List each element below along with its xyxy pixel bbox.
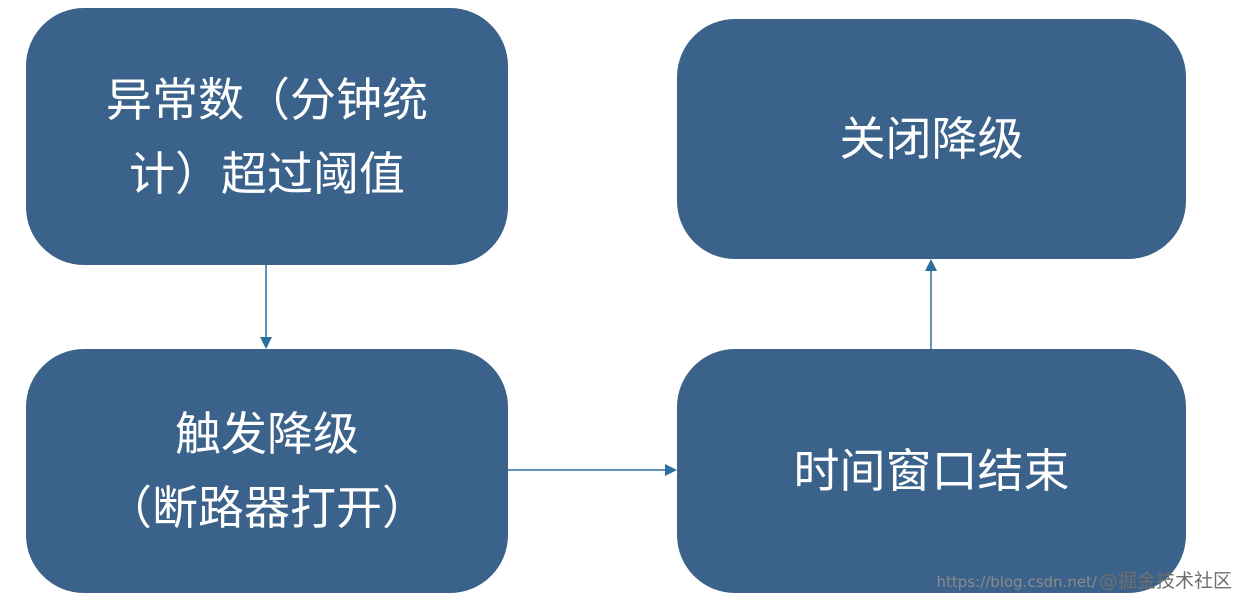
arrowhead-right-icon [665,464,677,476]
node-exception-threshold-line2: 计）超过阈值 [129,146,405,201]
node-exception-threshold: 异常数（分钟统 计）超过阈值 [26,8,508,265]
node-time-window-end-label: 时间窗口结束 [793,444,1070,498]
node-trigger-degrade-line2: （断路器打开） [106,481,428,535]
edge-window-end-to-close [925,259,937,349]
watermark-brand: @掘金技术社区 [1098,570,1232,592]
node-close-degrade: 关闭降级 [677,19,1186,259]
node-exception-threshold-line1: 异常数（分钟统 [106,72,428,127]
node-trigger-degrade: 触发降级 （断路器打开） [26,349,508,593]
arrowhead-up-icon [925,259,937,271]
edge-threshold-to-trigger [260,265,272,349]
watermark: https://blog.csdn.net/@掘金技术社区 [937,566,1232,593]
node-time-window-end: 时间窗口结束 [677,349,1186,593]
node-trigger-degrade-line1: 触发降级 [175,407,359,461]
edge-trigger-to-window-end [508,464,677,476]
watermark-url: https://blog.csdn.net/ [936,573,1097,591]
node-close-degrade-label: 关闭降级 [839,112,1024,166]
arrowhead-down-icon [260,337,272,349]
